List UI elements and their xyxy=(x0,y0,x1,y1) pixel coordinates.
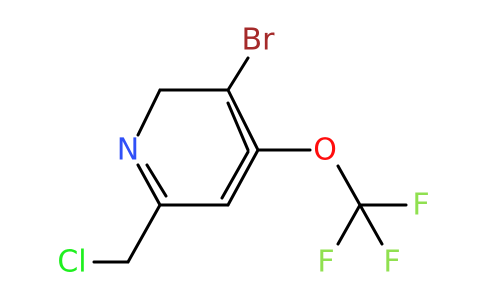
bond-o-cf3 xyxy=(336,164,362,207)
bond-c6-ch2 xyxy=(126,203,162,264)
atom-labels: Br N O Cl F F F xyxy=(57,23,429,280)
atom-f1: F xyxy=(412,188,429,223)
bond-c3-c4-inner xyxy=(226,101,250,152)
bond-c3-br xyxy=(226,56,250,92)
bond-c6-n1 xyxy=(136,163,162,207)
bond-c4-c5-inner xyxy=(220,150,250,200)
bond-cf3-f3 xyxy=(358,203,384,246)
bond-cf3-f2 xyxy=(336,203,362,246)
atom-cl: Cl xyxy=(57,245,86,280)
atom-o: O xyxy=(313,133,337,168)
atom-f2: F xyxy=(317,245,334,280)
atom-br: Br xyxy=(242,23,276,58)
bond-c3-c4 xyxy=(226,88,260,152)
bonds xyxy=(92,56,408,264)
atom-n: N xyxy=(117,133,139,168)
bond-n1-c2 xyxy=(136,88,162,137)
bond-c6-n1-inner xyxy=(145,163,168,198)
atom-f3: F xyxy=(383,245,400,280)
bond-c4-c5 xyxy=(226,148,260,207)
